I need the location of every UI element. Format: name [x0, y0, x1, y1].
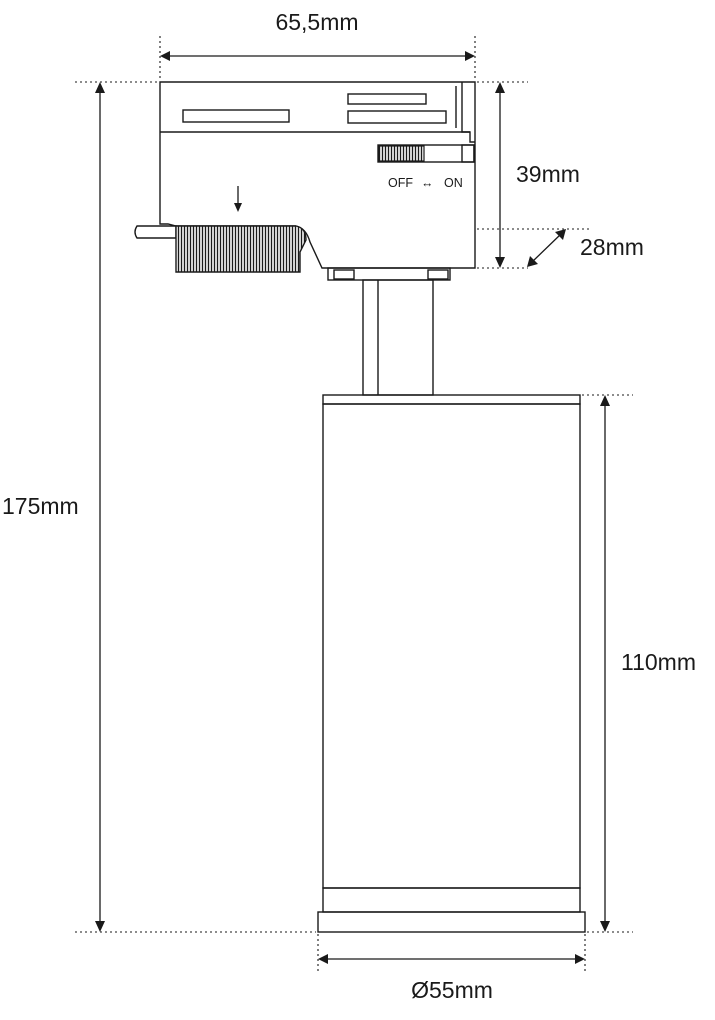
switch-arrow-symbol: ↔	[421, 176, 434, 190]
switch-off-label: OFF	[388, 176, 413, 190]
switch-knob[interactable]	[378, 145, 425, 162]
track-adapter: OFF ↔ ON	[134, 81, 476, 281]
dimension-adapter-height-label: 39mm	[516, 161, 580, 187]
lever-down-arrow-icon	[234, 186, 242, 212]
adapter-slot-left	[182, 109, 290, 123]
dimension-top-width-label: 65,5mm	[275, 9, 358, 35]
spotlight-body	[317, 394, 586, 933]
collar-nut-right	[427, 269, 449, 280]
connecting-stem	[362, 279, 434, 396]
body-cylinder	[322, 403, 581, 889]
lock-lever-tab	[134, 225, 177, 239]
dimension-depth-label: 28mm	[580, 234, 644, 260]
dimension-body-height: 110mm	[582, 394, 696, 933]
dimension-depth: 28mm	[477, 228, 644, 267]
collar-nut-left	[333, 269, 355, 280]
adapter-slot-bottom-right	[347, 110, 447, 124]
dimension-diameter-label: Ø55mm	[411, 977, 493, 1003]
body-front-rim	[317, 911, 586, 933]
dimension-total-height-label: 175mm	[2, 493, 79, 519]
dimension-body-height-label: 110mm	[621, 649, 696, 675]
dimension-diameter: Ø55mm	[317, 934, 586, 1003]
power-switch[interactable]	[377, 144, 475, 163]
dimension-adapter-height: 39mm	[477, 81, 580, 269]
body-bottom-ring	[322, 887, 581, 913]
adapter-rail-profile	[461, 82, 475, 143]
body-top-cap	[322, 394, 581, 405]
dimension-total-height: 175mm	[2, 81, 316, 933]
adapter-slot-top-right	[347, 93, 427, 105]
switch-end-stop	[461, 144, 475, 163]
stem-tube	[362, 279, 434, 396]
dimension-top-width: 65,5mm	[159, 9, 476, 80]
lock-knob[interactable]	[175, 225, 307, 273]
switch-on-label: ON	[444, 176, 463, 190]
